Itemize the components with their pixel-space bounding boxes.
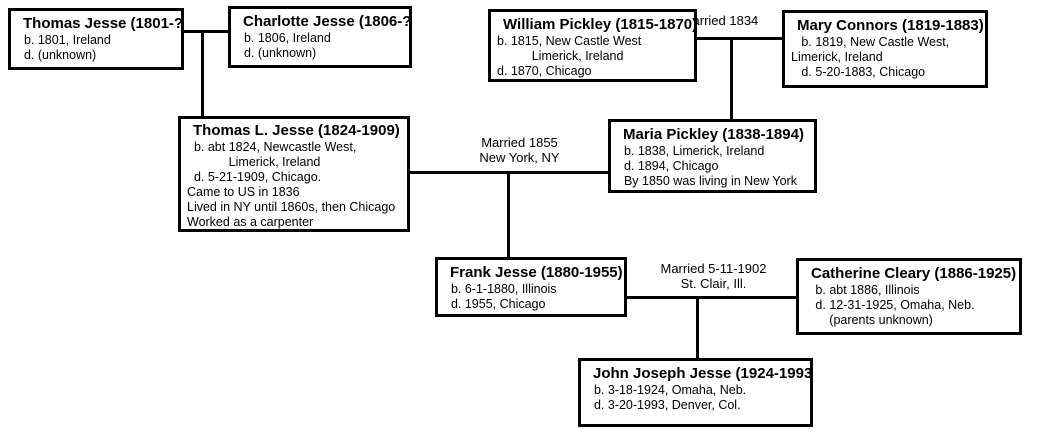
child-line-to-maria	[730, 37, 733, 119]
person-box-thomas-jesse: Thomas Jesse (1801-?) b. 1801, Ireland d…	[8, 8, 184, 70]
text-line: b. 6-1-1880, Illinois	[444, 282, 557, 296]
text-line: Limerick, Ireland	[791, 50, 883, 64]
text-line: Lived in NY until 1860s, then Chicago	[187, 200, 396, 214]
text-line: (parents unknown)	[805, 313, 933, 327]
text-line: By 1850 was living in New York	[617, 174, 797, 188]
person-name: Catherine Cleary (1886-1925)	[811, 265, 1017, 282]
text-line: b. 1801, Ireland	[17, 33, 111, 47]
person-details: b. 1819, New Castle West,Limerick, Irela…	[791, 35, 981, 80]
text-line: d. (unknown)	[237, 46, 317, 60]
text-line: d. 1870, Chicago	[497, 64, 592, 78]
text-line: d. (unknown)	[17, 48, 97, 62]
text-line: St. Clair, Ill.	[680, 276, 747, 291]
text-line: b. abt 1824, Newcastle West,	[187, 140, 357, 154]
text-line: b. 1815, New Castle West	[497, 34, 642, 48]
person-box-william-pickley: William Pickley (1815-1870) b. 1815, New…	[488, 9, 697, 82]
text-line: d. 5-20-1883, Chicago	[791, 65, 926, 79]
person-details: b. 3-18-1924, Omaha, Neb. d. 3-20-1993, …	[587, 383, 806, 413]
text-line: d. 1955, Chicago	[444, 297, 546, 311]
text-line: b. 3-18-1924, Omaha, Neb.	[587, 383, 747, 397]
person-details: b. 1801, Ireland d. (unknown)	[17, 33, 177, 63]
person-details: b. 1806, Ireland d. (unknown)	[237, 31, 405, 61]
text-line: Worked as a carpenter	[187, 215, 314, 229]
text-line: d. 12-31-1925, Omaha, Neb.	[805, 298, 975, 312]
couple-line-william-mary	[697, 37, 782, 40]
couple-line-thomas-charlotte	[184, 30, 228, 33]
person-name: Frank Jesse (1880-1955)	[450, 264, 623, 281]
text-line: Married 1855	[481, 135, 558, 150]
person-details: b. abt 1824, Newcastle West, Limerick, I…	[187, 140, 403, 229]
person-name: William Pickley (1815-1870)	[503, 16, 697, 33]
text-line: b. 1819, New Castle West,	[791, 35, 950, 49]
couple-line-frank-catherine	[627, 296, 796, 299]
person-box-charlotte-jesse: Charlotte Jesse (1806-?) b. 1806, Irelan…	[228, 6, 412, 68]
text-line: d. 5-21-1909, Chicago.	[187, 170, 322, 184]
person-name: John Joseph Jesse (1924-1993)	[593, 365, 813, 382]
text-line: b. 1806, Ireland	[237, 31, 331, 45]
person-box-thomas-l-jesse: Thomas L. Jesse (1824-1909) b. abt 1824,…	[178, 116, 410, 232]
person-details: b. 6-1-1880, Illinois d. 1955, Chicago	[444, 282, 620, 312]
person-box-frank-jesse: Frank Jesse (1880-1955) b. 6-1-1880, Ill…	[435, 257, 627, 317]
person-details: b. 1838, Limerick, Ireland d. 1894, Chic…	[617, 144, 810, 189]
child-line-to-frank	[507, 171, 510, 257]
person-name: Charlotte Jesse (1806-?)	[243, 13, 412, 30]
text-line: d. 3-20-1993, Denver, Col.	[587, 398, 741, 412]
child-line-to-john-joseph	[696, 296, 699, 358]
text-line: d. 1894, Chicago	[617, 159, 719, 173]
text-line: Came to US in 1836	[187, 185, 300, 199]
person-name: Mary Connors (1819-1883)	[797, 17, 984, 34]
person-name: Thomas Jesse (1801-?)	[23, 15, 184, 32]
person-name: Maria Pickley (1838-1894)	[623, 126, 804, 143]
child-line-to-thomas-l	[201, 30, 204, 116]
person-details: b. abt 1886, Illinois d. 12-31-1925, Oma…	[805, 283, 1015, 328]
person-box-maria-pickley: Maria Pickley (1838-1894) b. 1838, Limer…	[608, 119, 817, 193]
text-line: Limerick, Ireland	[187, 155, 321, 169]
person-name: Thomas L. Jesse (1824-1909)	[193, 122, 400, 139]
text-line: b. abt 1886, Illinois	[805, 283, 920, 297]
text-line: New York, NY	[479, 150, 560, 165]
text-line: b. 1838, Limerick, Ireland	[617, 144, 765, 158]
text-line: Married 5-11-1902	[660, 261, 767, 276]
person-box-catherine-cleary: Catherine Cleary (1886-1925) b. abt 1886…	[796, 258, 1022, 335]
person-box-mary-connors: Mary Connors (1819-1883) b. 1819, New Ca…	[782, 10, 988, 88]
text-line: Limerick, Ireland	[497, 49, 624, 63]
person-details: b. 1815, New Castle West Limerick, Irela…	[497, 34, 690, 79]
person-box-john-joseph-jesse: John Joseph Jesse (1924-1993) b. 3-18-19…	[578, 358, 813, 427]
